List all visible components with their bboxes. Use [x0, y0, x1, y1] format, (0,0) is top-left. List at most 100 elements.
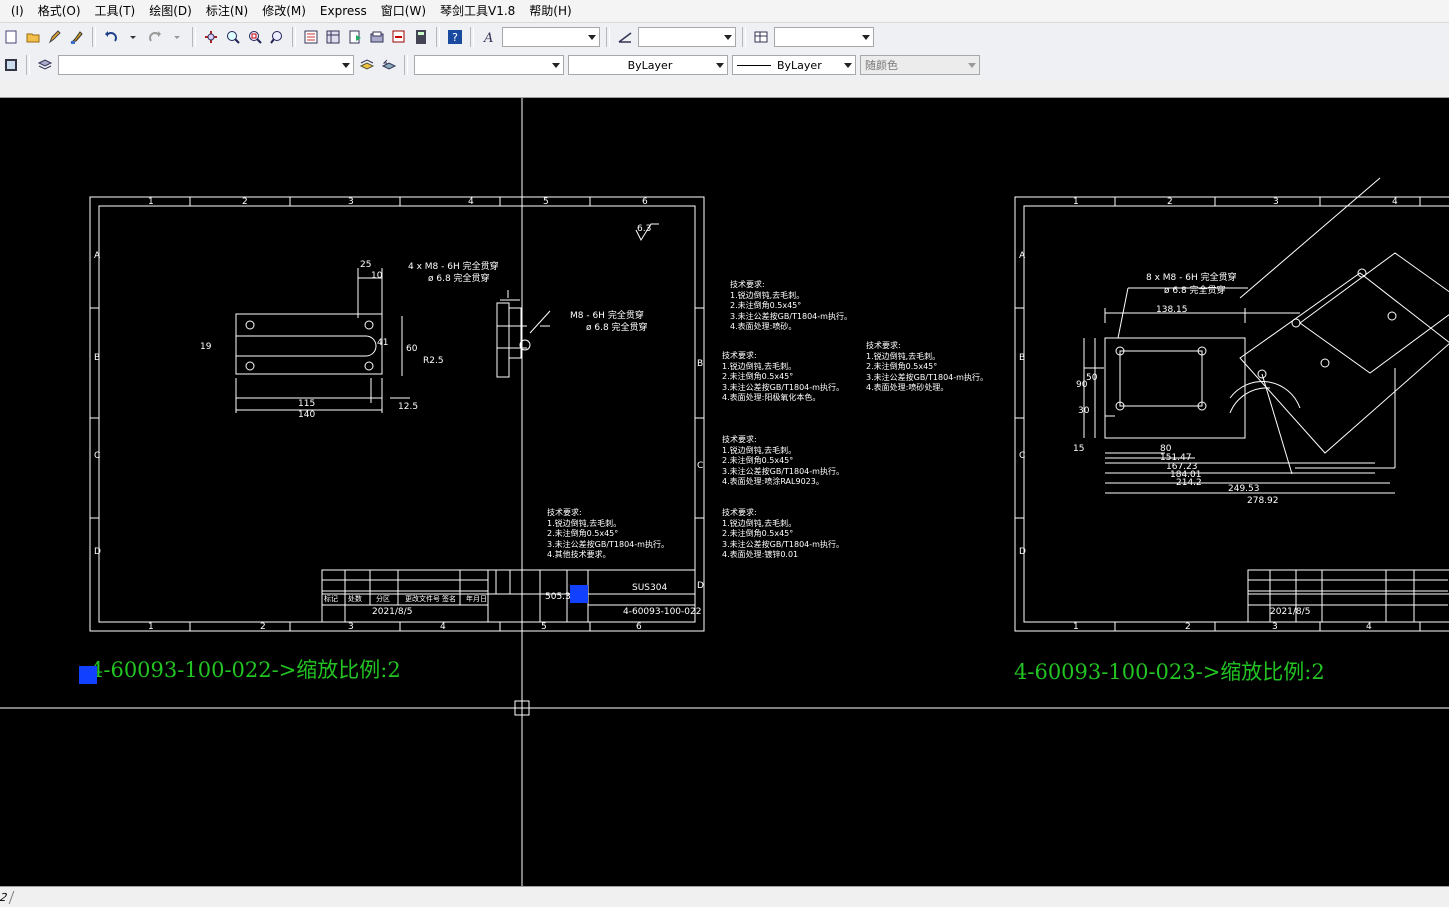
sheet1-outer-border	[89, 196, 705, 632]
sheet1-caption[interactable]: 4-60093-100-022->缩放比例:2	[90, 658, 401, 682]
dimension-text: 138.15	[1156, 305, 1188, 315]
technical-note: 技术要求: 1.锐边倒钝,去毛刺。 2.未注倒角0.5x45° 3.未注公差按G…	[722, 351, 844, 402]
sheet-set-icon[interactable]	[367, 27, 387, 47]
selection-grip[interactable]	[79, 666, 97, 684]
sheet2-caption[interactable]: 4-60093-100-023->缩放比例:2	[1014, 660, 1325, 684]
menu-item-5[interactable]: 修改(M)	[262, 4, 306, 18]
zone-number: 6	[636, 622, 642, 632]
zone-letter: A	[1019, 251, 1026, 261]
technical-note: 技术要求: 1.锐边倒钝,去毛刺。 2.未注倒角0.5x45° 3.未注公差按G…	[547, 508, 669, 559]
toolbar-separator	[436, 27, 440, 47]
markup-icon[interactable]	[389, 27, 409, 47]
pan-icon[interactable]	[201, 27, 221, 47]
dimension-text: 8 x M8 - 6H 完全贯穿	[1146, 273, 1237, 283]
selection-grip[interactable]	[570, 585, 588, 603]
menu-item-7[interactable]: 窗口(W)	[380, 4, 426, 18]
redo-dropdown-icon[interactable]	[167, 27, 187, 47]
layer-manager-icon[interactable]	[35, 55, 55, 75]
title-material: SUS304	[632, 583, 668, 593]
title-row-label: 更改文件号	[405, 595, 440, 603]
text-style-icon[interactable]: A	[479, 27, 499, 47]
title-row-label: 标记	[324, 595, 338, 603]
technical-note: 技术要求: 1.锐边倒钝,去毛刺。 2.未注倒角0.5x45° 3.未注公差按G…	[730, 280, 852, 331]
zone-number: 2	[242, 197, 248, 207]
lineweight-select[interactable]: ByLayer	[732, 55, 856, 75]
title-row-label: 处数	[348, 595, 362, 603]
zone-number: 3	[348, 622, 354, 632]
zone-number: 4	[440, 622, 446, 632]
menu-item-1[interactable]: 格式(O)	[37, 4, 81, 18]
design-center-icon[interactable]	[323, 27, 343, 47]
zone-letter: C	[94, 451, 100, 461]
dimension-style-icon[interactable]	[615, 27, 635, 47]
zone-letter: D	[94, 547, 101, 557]
open-file-icon[interactable]	[23, 27, 43, 47]
zone-number: 4	[1366, 622, 1372, 632]
help-icon[interactable]: ?	[445, 27, 465, 47]
make-current-layer-icon[interactable]	[357, 55, 377, 75]
menu-item-6[interactable]: Express	[319, 4, 367, 18]
zone-letter: A	[94, 251, 101, 261]
layers-toolbar: ByLayer ByLayer 随颜色	[0, 51, 1449, 80]
standard-toolbar: ? A	[0, 23, 1449, 52]
zone-number: 5	[541, 622, 547, 632]
undo-icon[interactable]	[101, 27, 121, 47]
properties-icon[interactable]	[301, 27, 321, 47]
title-date: 2021/8/5	[1270, 607, 1311, 617]
toolbar-separator	[404, 55, 408, 75]
zone-number: 1	[1073, 622, 1079, 632]
dimension-text: 80	[1160, 444, 1172, 454]
menu-item-8[interactable]: 琴剑工具V1.8	[440, 4, 516, 18]
sheet2-outer-border	[1014, 196, 1449, 632]
text-style-select[interactable]	[502, 27, 600, 47]
layout-tab[interactable]: 2	[0, 890, 15, 904]
title-row-label: 分区	[376, 595, 390, 603]
zone-number: 6	[642, 197, 648, 207]
dimension-text: R2.5	[423, 356, 444, 366]
dimension-text: 30	[1078, 406, 1090, 416]
dimension-style-select[interactable]	[638, 27, 736, 47]
plotstyle-select[interactable]: 随颜色	[860, 55, 980, 75]
new-file-icon[interactable]	[1, 27, 21, 47]
menu-item-0[interactable]: (I)	[7, 4, 24, 18]
undo-dropdown-icon[interactable]	[123, 27, 143, 47]
menu-item-4[interactable]: 标注(N)	[205, 4, 249, 18]
calculator-icon[interactable]	[411, 27, 431, 47]
tool-palettes-icon[interactable]	[345, 27, 365, 47]
table-style-icon[interactable]	[751, 27, 771, 47]
redo-icon[interactable]	[145, 27, 165, 47]
color-select[interactable]	[414, 55, 564, 75]
title-weight: 505.3	[545, 592, 571, 602]
zone-letter: C	[697, 461, 703, 471]
zone-number: 3	[1273, 197, 1279, 207]
dimension-text: 60	[406, 344, 418, 354]
zone-number: 1	[148, 197, 154, 207]
menu-item-3[interactable]: 绘图(D)	[149, 4, 192, 18]
menu-item-9[interactable]: 帮助(H)	[529, 4, 572, 18]
layout-tab-strip: 2	[0, 886, 1449, 907]
pencil-icon[interactable]	[45, 27, 65, 47]
dimension-text: 167.23	[1166, 462, 1198, 472]
technical-note: 技术要求: 1.锐边倒钝,去毛刺。 2.未注倒角0.5x45° 3.未注公差按G…	[722, 435, 844, 486]
part1-plate	[235, 313, 383, 375]
svg-text:A: A	[483, 31, 493, 45]
menu-item-2[interactable]: 工具(T)	[94, 4, 136, 18]
match-properties-icon[interactable]	[67, 27, 87, 47]
linetype-select[interactable]: ByLayer	[568, 55, 728, 75]
toolbar-separator	[192, 27, 196, 47]
table-style-select[interactable]	[774, 27, 874, 47]
toolbar-separator	[292, 27, 296, 47]
layer-toggle-icon[interactable]	[1, 55, 21, 75]
zoom-realtime-icon[interactable]	[223, 27, 243, 47]
dimension-text: 19	[200, 342, 212, 352]
dimension-text: 15	[1073, 444, 1085, 454]
zoom-previous-icon[interactable]	[267, 27, 287, 47]
layer-select[interactable]	[58, 55, 354, 75]
layer-previous-icon[interactable]	[379, 55, 399, 75]
zone-number: 4	[468, 197, 474, 207]
zoom-window-icon[interactable]	[245, 27, 265, 47]
zone-letter: D	[1019, 547, 1026, 557]
dimension-text: 278.92	[1247, 496, 1279, 506]
dimension-text: ø 6.8 完全贯穿	[586, 323, 648, 333]
